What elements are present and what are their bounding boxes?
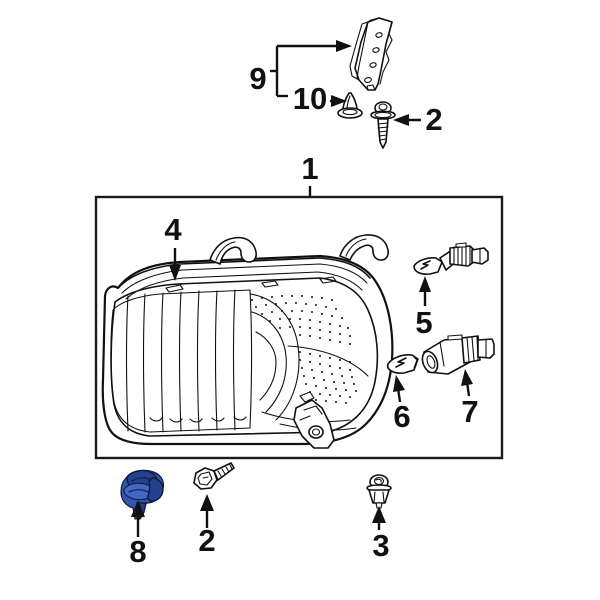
leader-4 — [169, 248, 181, 281]
callout-label-9: 9 — [249, 61, 266, 96]
leader-3 — [372, 506, 386, 530]
callout-label-5: 5 — [415, 305, 432, 340]
part-6-wedge-bulb — [386, 354, 419, 374]
callout-label-2-lower: 2 — [198, 523, 215, 558]
callout-label-6: 6 — [393, 399, 410, 434]
main-assembly-box — [94, 195, 504, 460]
callout-labels: 1 2 3 4 5 6 7 8 9 10 2 — [129, 61, 478, 569]
part-2-screw-upper — [370, 101, 396, 149]
callout-label-8: 8 — [129, 534, 146, 569]
part-10-push-pin-clip — [337, 92, 363, 119]
leader-2-upper — [393, 114, 421, 126]
leader-9 — [270, 40, 352, 98]
part-9-mounting-bracket — [349, 17, 393, 91]
part-8-retainer-clip — [120, 469, 165, 520]
part-7-bulb-socket-lower — [421, 334, 495, 375]
callout-label-4: 4 — [164, 212, 182, 247]
part-4-lamp-housing — [101, 234, 394, 449]
reflector-stipple-upper — [251, 295, 351, 345]
part-3-flange-nut — [366, 474, 392, 509]
leader-2-lower — [200, 494, 214, 528]
callout-label-10: 10 — [293, 81, 327, 116]
callout-label-2-upper: 2 — [425, 102, 442, 137]
leader-6 — [393, 375, 405, 403]
callout-label-3: 3 — [372, 528, 389, 563]
leader-5 — [419, 276, 431, 306]
part-5-bulb-socket-upper — [413, 242, 489, 275]
leader-10 — [330, 95, 347, 107]
leader-8 — [131, 500, 145, 537]
part-2-screw-lower — [193, 462, 235, 490]
callout-label-1: 1 — [301, 151, 318, 186]
leader-7 — [461, 369, 473, 397]
callout-label-7: 7 — [461, 394, 478, 429]
